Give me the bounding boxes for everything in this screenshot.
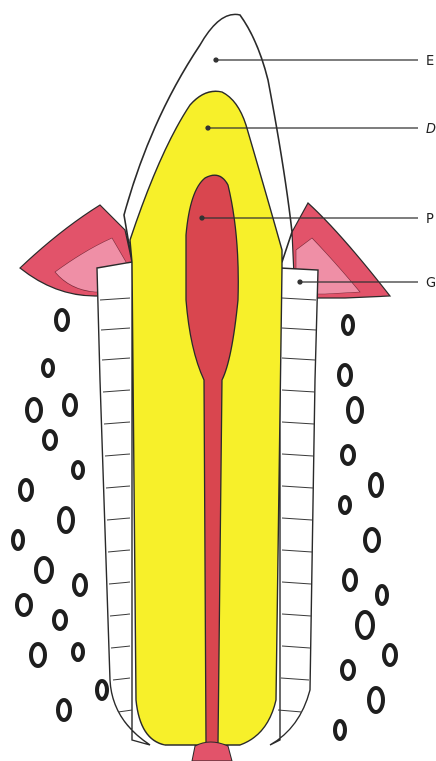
- label-enamel: E: [426, 54, 434, 69]
- label-pulp: P: [426, 212, 434, 227]
- bone-ovals-left: [13, 310, 107, 720]
- root-apex: [192, 742, 232, 761]
- bone-ovals-right: [335, 316, 396, 739]
- label-gum: G: [426, 276, 436, 291]
- label-dentin: D: [426, 122, 436, 137]
